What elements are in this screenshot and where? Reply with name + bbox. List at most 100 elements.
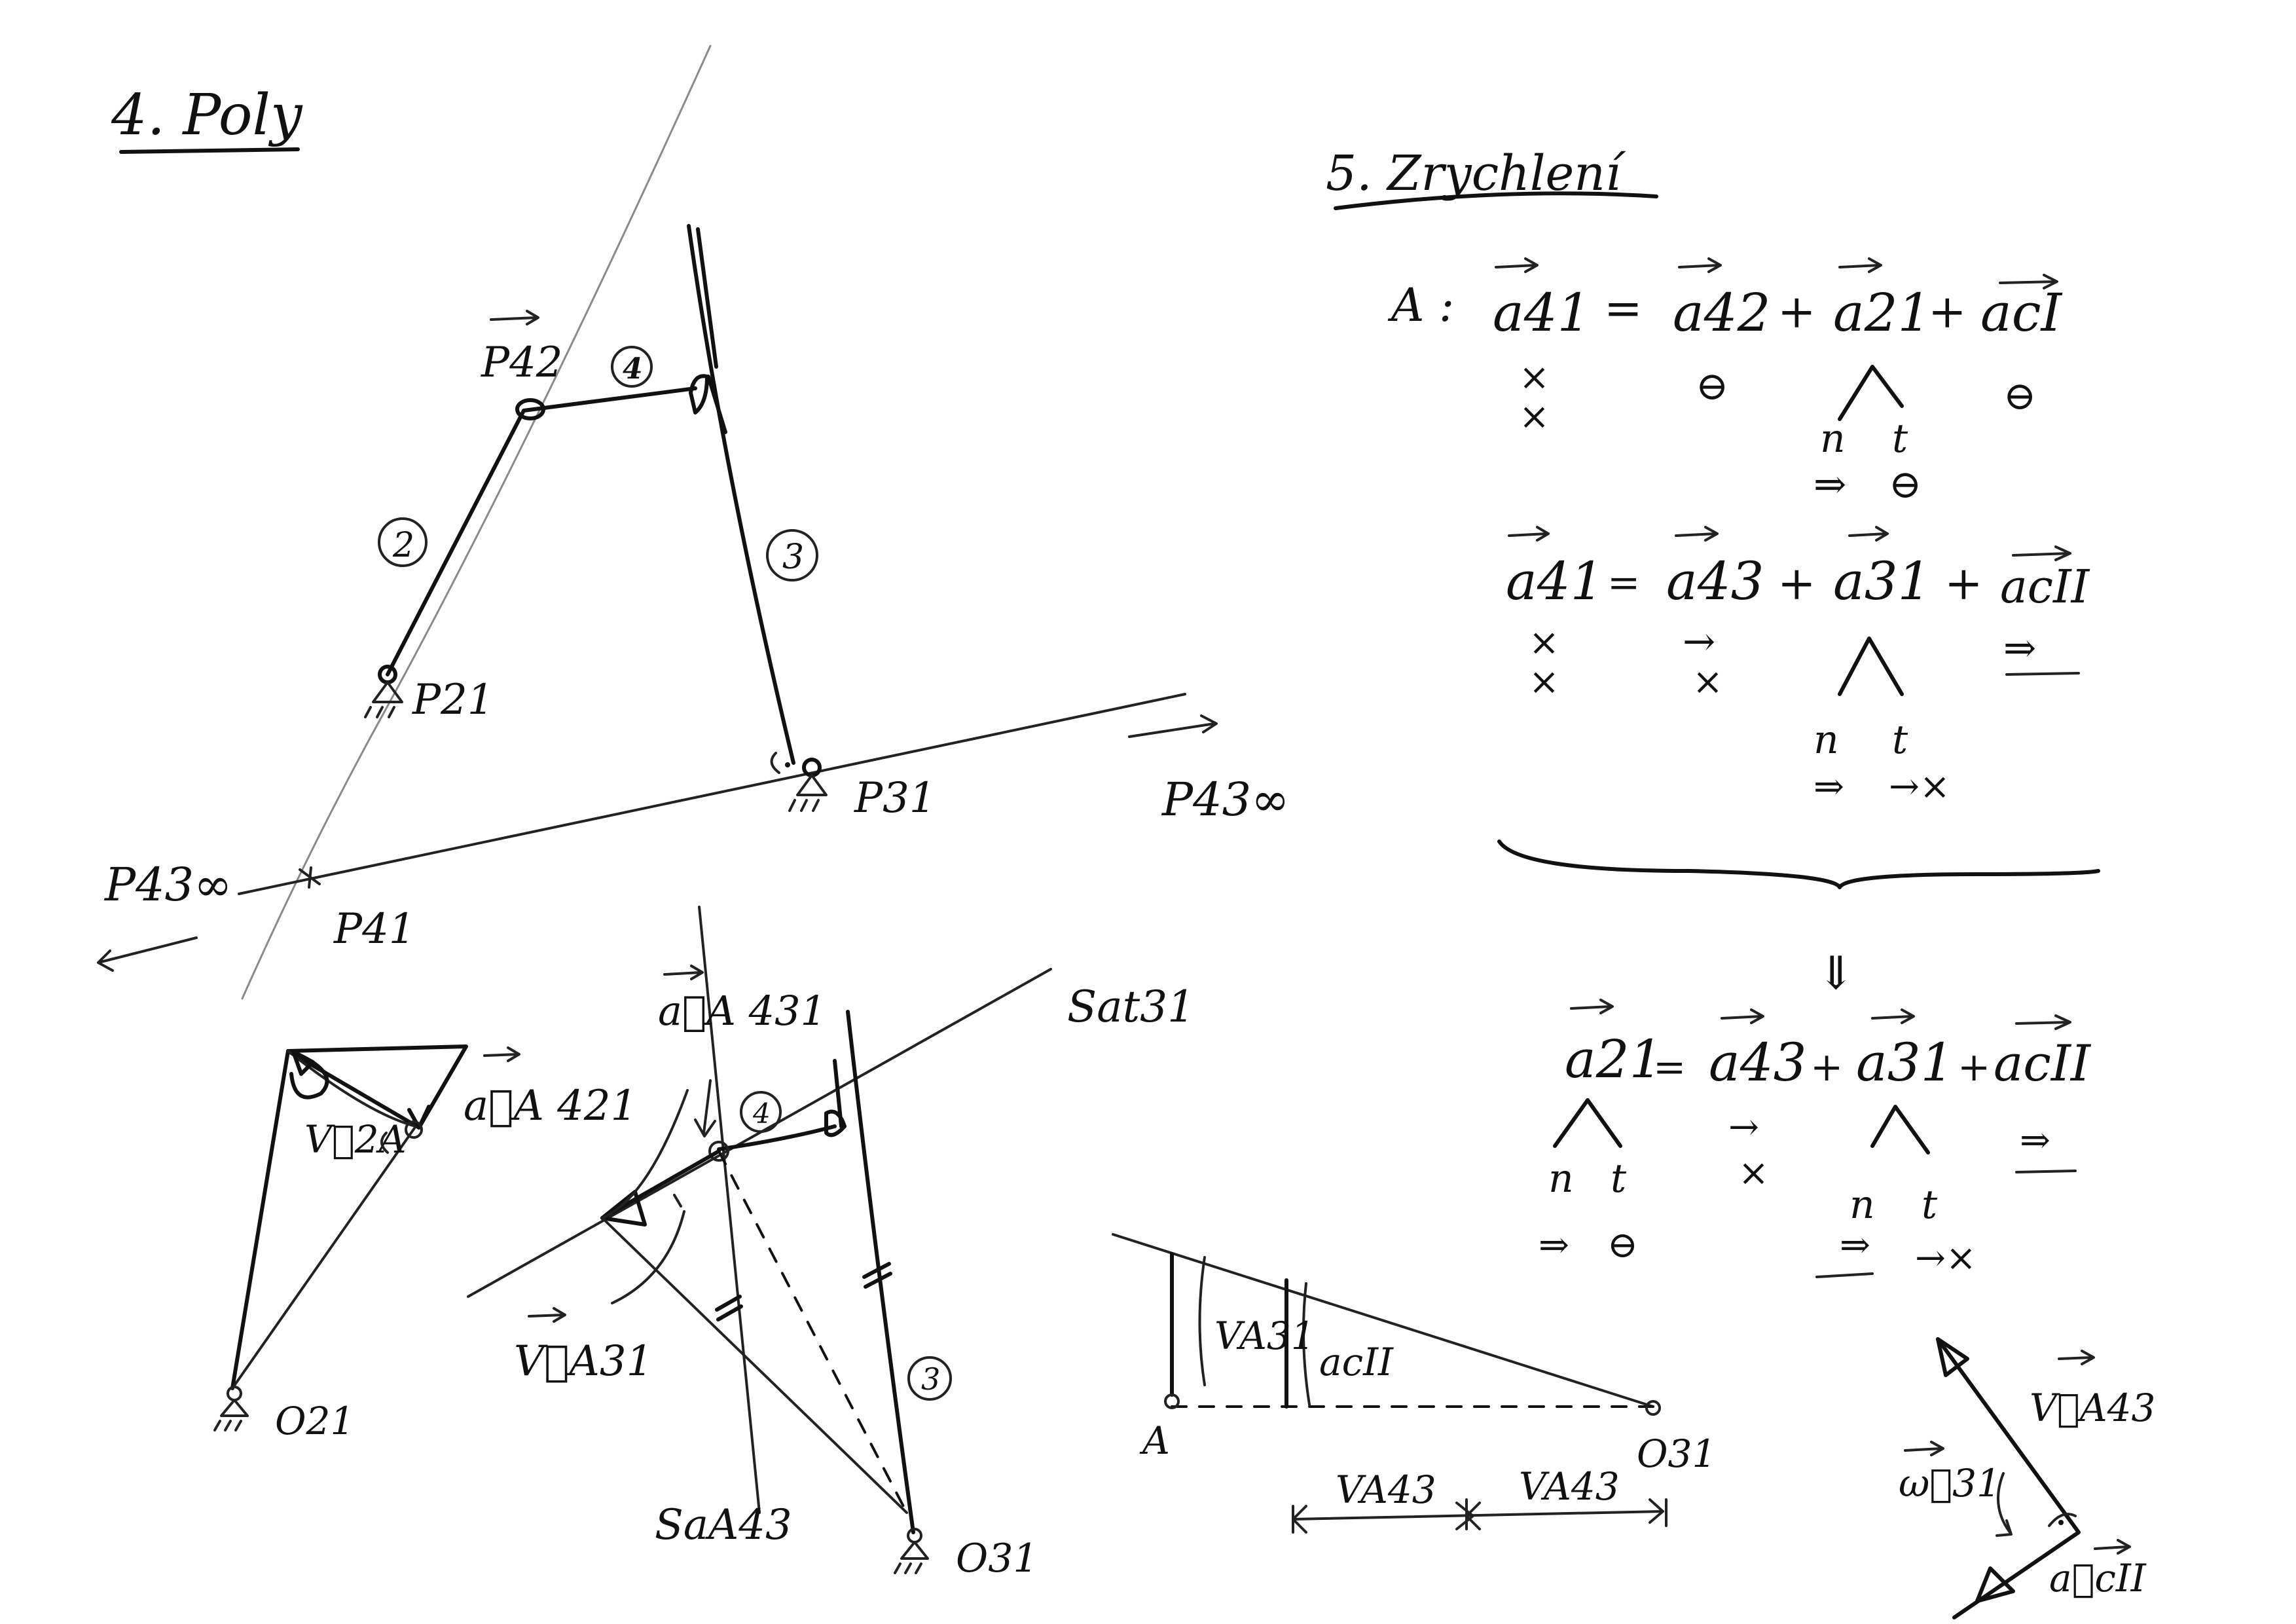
link-3 [687,224,795,765]
eq2-t1: a43 [1666,551,1764,612]
label-a421: a⃗A 421 [464,1082,637,1130]
slider-guide-double [706,375,727,434]
eq3-n1: n [1548,1156,1574,1202]
angle-arc-a [601,1089,689,1219]
eq1-lhs: a41 [1493,282,1591,343]
eq2-plus-1: + [1777,557,1816,610]
eq3-lhs: a21 [1565,1029,1663,1090]
vector-ac-head [1975,1566,2015,1603]
eq1-plus-1: + [1777,285,1816,339]
label-point-a: A [1139,1418,1170,1463]
velocity-triangle: a⃗A 421 V⃗2A O21 [213,1044,637,1443]
ground-p21 [364,681,403,718]
equation-3: a21 = a43 + a31 + acII n t ⇒ ⊖ → × n t ⇒… [1539,999,2092,1280]
eq2-mark-t1-b: × [1692,661,1723,703]
label-v2a: V⃗2A [304,1117,406,1162]
eq1-mark-lhs-2: × [1519,396,1550,438]
point-a [1164,1393,1180,1409]
link-4b-number: 4 [752,1098,771,1130]
eq3-mark-ac-line [2015,1170,2077,1173]
p42-arrow [490,310,539,325]
eq3-mark-n2-line [1815,1272,1874,1278]
parallel-mark-2 [862,1262,892,1289]
label-p42: P42 [481,339,563,387]
label-v31-seg: VA31 [1214,1314,1315,1358]
slider-guide-top [696,227,718,369]
label-v43-vec: V⃗A43 [2030,1386,2155,1430]
omega-label-arrow [1904,1441,1944,1456]
eq3-n2: n [1850,1182,1875,1228]
link-3b-number: 3 [921,1361,940,1397]
pole-diagram: P42 P21 P31 P41 P43∞ P43∞ 2 4 3 [97,45,1289,1000]
eq3-mark-a43-b: × [1738,1152,1769,1194]
label-p31: P31 [854,774,936,822]
eq2-t3: acII [2000,560,2090,614]
eq3-lhs-arrow [1570,999,1614,1014]
eq3-t1-arrow [1721,1008,1764,1024]
eq3-split-1 [1553,1098,1622,1148]
point-o31-right [1645,1400,1661,1416]
eq2-t2-arrow [1848,526,1889,542]
omega-arrow [1995,1472,2013,1537]
label-omega31: ω⃗31 [1899,1461,2001,1505]
p43-left-arrow [97,936,198,972]
construction-line-p41 [241,45,712,1000]
eq1-equals: = [1604,282,1643,335]
ground-o31 [894,1528,929,1574]
eq3-mark-n1: ⇒ [1539,1224,1569,1266]
eq1-t2: a21 [1833,282,1931,343]
label-p43-left: P43∞ [103,858,232,912]
triangle-left-edge [230,1049,290,1390]
section-5-title: 5. Zrychlení [1326,145,1658,210]
eq3-mark-a43: → [1728,1106,1759,1149]
section-5-underline [1334,191,1658,210]
p41-mark [299,866,321,889]
eq2-mark-lhs: × [1529,621,1559,664]
dimension-mid [1455,1498,1481,1530]
p43-right-arrow [1128,714,1218,738]
eq1-t1-arrow [1678,257,1722,273]
link-3-number: 3 [782,538,804,577]
eq3-mark-t1: ⊖ [1607,1224,1638,1266]
eq3-mark-t2: →× [1915,1237,1977,1280]
eq2-lhs: a41 [1506,551,1604,612]
ground-o21 [213,1386,249,1431]
dimension-right-end [1649,1498,1667,1527]
slider-line-3 [846,1010,915,1534]
label-p21: P21 [412,676,494,724]
v31-arrow [528,1307,566,1323]
eq1-n: n [1820,416,1846,462]
eq2-mark-lhs-2: × [1529,661,1559,703]
eq3-t2-label: t [1922,1182,1938,1228]
label-v43-1: VA43 [1336,1467,1436,1512]
eq2-t3-arrow [2012,545,2071,561]
magnitude-construction: VA31 acII A O31 VA43 VA43 [1112,1233,1716,1534]
line-sat31 [467,968,1052,1298]
eq2-n: n [1813,717,1839,763]
eq1-split [1838,365,1904,421]
eq1-t2-arrow [1838,257,1882,273]
link-2-number: 2 [392,526,414,565]
vector-v43-head [1936,1337,1969,1377]
label-p41: P41 [333,905,416,953]
eq1-t3-arrow [1999,274,2058,289]
label-ac-vec: a⃗cII [2049,1556,2147,1600]
joint-a-lower [708,1141,729,1162]
label-a431-arrow [663,965,704,980]
label-v43-2: VA43 [1519,1464,1620,1509]
right-angle-mark-a [380,1132,389,1154]
eq1-mark-lhs: × [1519,356,1550,399]
eq3-t1: a43 [1709,1032,1807,1093]
eq1-plus-2: + [1928,285,1967,339]
eq3-t3: acII [1994,1034,2092,1092]
ac-label-arrow [2094,1539,2131,1555]
vector-ac [1952,1530,2081,1619]
eq2-t1-arrow [1675,526,1719,542]
link-4-lower [717,1124,837,1151]
section-4-underline [119,147,300,154]
link-3-circle [766,529,818,581]
eq3-mark-ac: ⇒ [2020,1119,2050,1162]
eq2-mark-t3-line [2005,672,2080,676]
eq3-t3-arrow [2015,1014,2071,1030]
eq1-mark-t3: ⊖ [2003,373,2036,419]
